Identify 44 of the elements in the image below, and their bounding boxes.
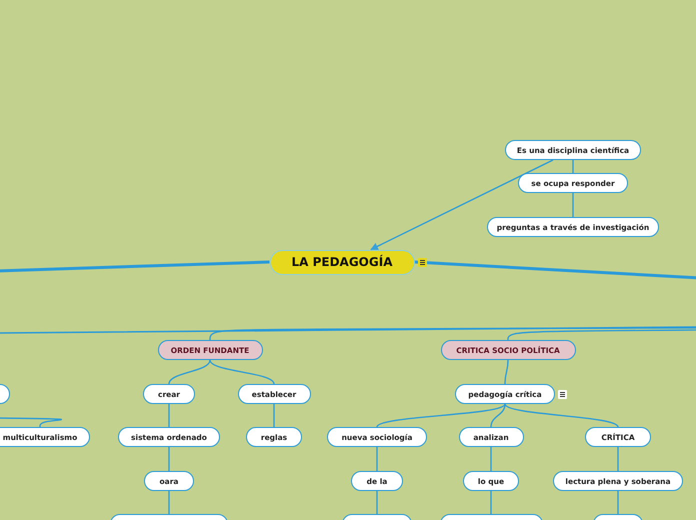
topic-box bbox=[505, 140, 641, 160]
connector-line bbox=[572, 193, 574, 217]
connector-line bbox=[376, 447, 378, 471]
topic-box bbox=[0, 427, 90, 447]
connector-line bbox=[504, 360, 509, 384]
main-topic-box bbox=[440, 340, 576, 360]
topic-label: LA PEDAGOGÍA bbox=[291, 255, 392, 269]
connector-line bbox=[490, 491, 492, 514]
topic-box bbox=[518, 173, 628, 193]
main-topic-box bbox=[158, 340, 262, 360]
topic-box bbox=[246, 427, 302, 447]
topic-box bbox=[553, 471, 683, 491]
connector-line bbox=[490, 447, 492, 471]
connector-line bbox=[168, 447, 170, 471]
connector-line bbox=[273, 404, 275, 427]
topic-box bbox=[455, 384, 555, 404]
connector-line bbox=[507, 329, 696, 340]
connector-line bbox=[0, 260, 270, 272]
topic-box bbox=[144, 471, 194, 491]
topic-box bbox=[458, 427, 524, 447]
connector-line bbox=[504, 404, 618, 428]
connector-line bbox=[490, 404, 506, 428]
connector-line bbox=[168, 404, 170, 427]
topic-box bbox=[118, 427, 220, 447]
connector-line bbox=[376, 491, 378, 514]
connector-line bbox=[168, 360, 211, 384]
connector-line bbox=[209, 327, 696, 340]
topic-box bbox=[327, 427, 427, 447]
topic-box bbox=[463, 471, 519, 491]
arrow bbox=[370, 159, 554, 250]
connector-line bbox=[572, 160, 574, 173]
connector-line bbox=[0, 417, 62, 428]
topic-box bbox=[487, 217, 659, 237]
connector-line bbox=[414, 260, 696, 280]
connector-line bbox=[209, 360, 275, 384]
topic-box bbox=[238, 384, 310, 404]
connector-line bbox=[168, 491, 170, 514]
topic-box bbox=[351, 471, 403, 491]
topic-box bbox=[585, 427, 651, 447]
connector-line bbox=[617, 447, 619, 471]
topic-box bbox=[143, 384, 195, 404]
connector-line bbox=[376, 404, 506, 428]
connector-line bbox=[617, 491, 619, 514]
central-topic-box bbox=[270, 250, 414, 274]
